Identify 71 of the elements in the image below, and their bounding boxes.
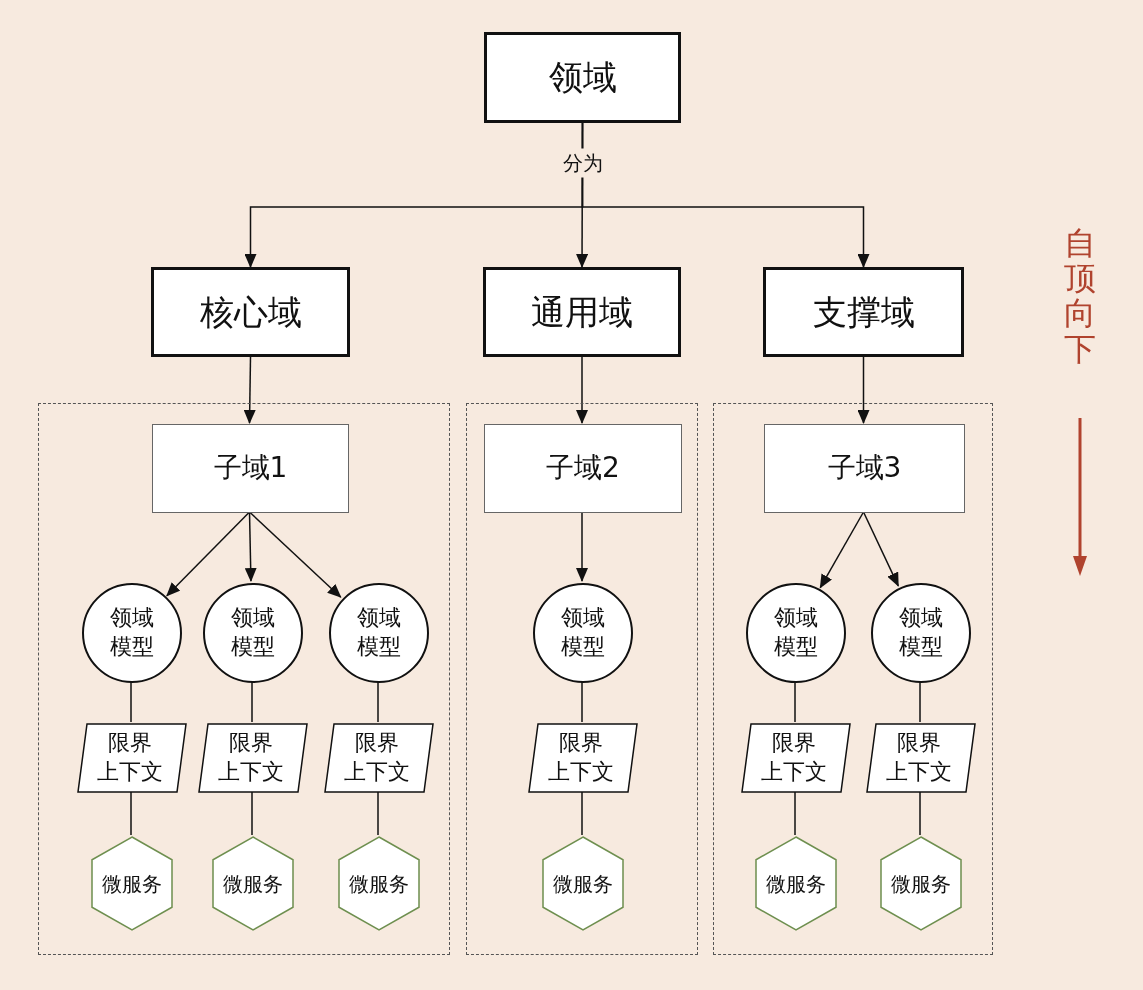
node-label: 领域模型 <box>109 604 155 661</box>
context-parallelogram <box>198 723 308 793</box>
service-hexagon <box>755 836 837 931</box>
subdomain-box <box>152 424 349 513</box>
edge-label: 分为 <box>560 148 605 178</box>
connector-line <box>581 791 583 836</box>
node-label: 领域模型 <box>898 604 944 661</box>
connector-line <box>919 791 921 836</box>
node-label: 限界上下文 <box>760 729 828 786</box>
connector-line <box>794 681 796 723</box>
service-hexagon <box>91 836 173 931</box>
node-label: 限界上下文 <box>343 729 411 786</box>
arrow <box>581 122 870 268</box>
service-hexagon <box>880 836 962 931</box>
arrow <box>857 356 870 424</box>
node-label: 限界上下文 <box>96 729 164 786</box>
arrow <box>819 511 865 589</box>
context-parallelogram <box>77 723 187 793</box>
connector-line <box>130 681 132 723</box>
node-label: 限界上下文 <box>217 729 285 786</box>
arrow <box>576 511 588 582</box>
node-label: 微服务 <box>223 870 283 897</box>
connector-line <box>377 791 379 836</box>
dashed-group-frame <box>713 403 993 955</box>
dashed-group-frame <box>38 403 450 955</box>
node-label: 微服务 <box>891 870 951 897</box>
node-label: 支撑域 <box>812 290 915 334</box>
service-hexagon <box>338 836 420 931</box>
dashed-group-frame <box>466 403 698 955</box>
node-label: 领域模型 <box>356 604 402 661</box>
subdomain-box <box>484 424 682 513</box>
service-hexagon <box>212 836 294 931</box>
connector-line <box>251 681 253 723</box>
node-label: 微服务 <box>766 870 826 897</box>
connector-line <box>919 681 921 723</box>
node-label: 领域模型 <box>773 604 819 661</box>
node-label: 微服务 <box>349 870 409 897</box>
node-label: 子域2 <box>546 450 620 487</box>
node-label: 通用域 <box>531 290 633 334</box>
connector-line <box>251 791 253 836</box>
node-label: 微服务 <box>102 870 162 897</box>
node-label: 子域3 <box>827 450 902 487</box>
direction-label: 自顶向下 <box>1064 226 1096 367</box>
arrow <box>166 511 251 597</box>
connector-line <box>130 791 132 836</box>
node-label: 限界上下文 <box>885 729 953 786</box>
connector-line <box>794 791 796 836</box>
service-hexagon <box>542 836 624 931</box>
node-label: 子域1 <box>213 450 288 487</box>
arrow <box>862 511 900 587</box>
context-parallelogram <box>866 723 976 793</box>
node-label: 领域模型 <box>560 604 606 661</box>
subdomain-box <box>764 424 965 513</box>
context-parallelogram <box>741 723 851 793</box>
connector-line <box>581 681 583 723</box>
arrow <box>243 356 256 424</box>
domain-box <box>483 267 681 357</box>
node-label: 领域 <box>548 56 617 100</box>
connector-line <box>377 681 379 723</box>
node-label: 核心域 <box>199 290 302 334</box>
context-parallelogram <box>324 723 434 793</box>
domain-box <box>151 267 350 357</box>
arrow <box>576 356 588 424</box>
node-label: 微服务 <box>553 870 613 897</box>
root-box <box>484 32 681 123</box>
node-label: 限界上下文 <box>547 729 615 786</box>
arrow <box>248 511 342 598</box>
domain-box <box>763 267 964 357</box>
context-parallelogram <box>528 723 638 793</box>
node-label: 领域模型 <box>230 604 276 661</box>
arrow <box>244 511 257 582</box>
